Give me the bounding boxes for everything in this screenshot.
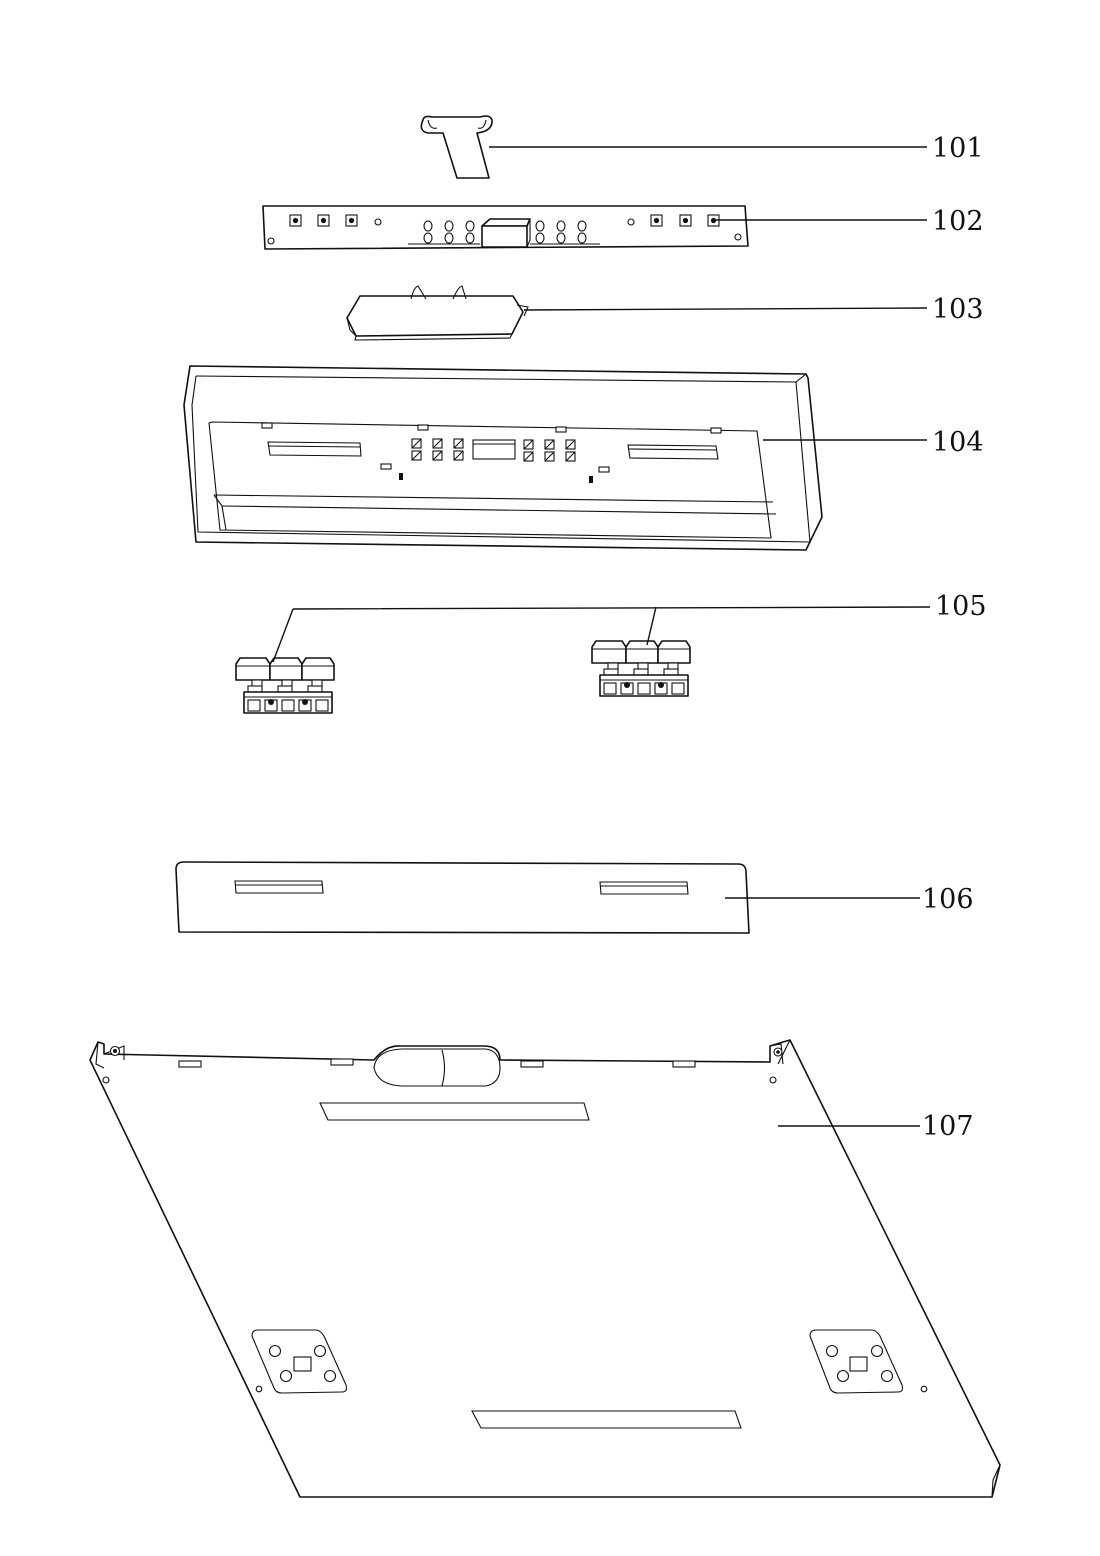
callout-106: 106 [922,884,974,915]
leader-103 [523,307,928,311]
leader-105 [272,606,931,663]
callout-105: 105 [935,591,987,622]
leader-lines [272,146,931,1127]
part-104-control-panel [183,365,823,551]
callout-103: 103 [932,294,984,325]
part-105-keypad-right [591,640,691,697]
callout-101: 101 [932,133,984,164]
callout-102: 102 [932,206,984,237]
part-106-trim-strip [175,861,750,934]
part-103-display-cover [346,285,529,341]
callout-107: 107 [922,1111,974,1142]
part-105-keypad-left [235,657,335,714]
callout-104: 104 [932,427,984,458]
part-107-door-panel [89,1039,1001,1498]
callout-labels: 101 102 103 104 105 106 107 [922,133,987,1142]
part-102-control-board [262,205,749,250]
part-101-ribbon-connector [420,115,493,179]
